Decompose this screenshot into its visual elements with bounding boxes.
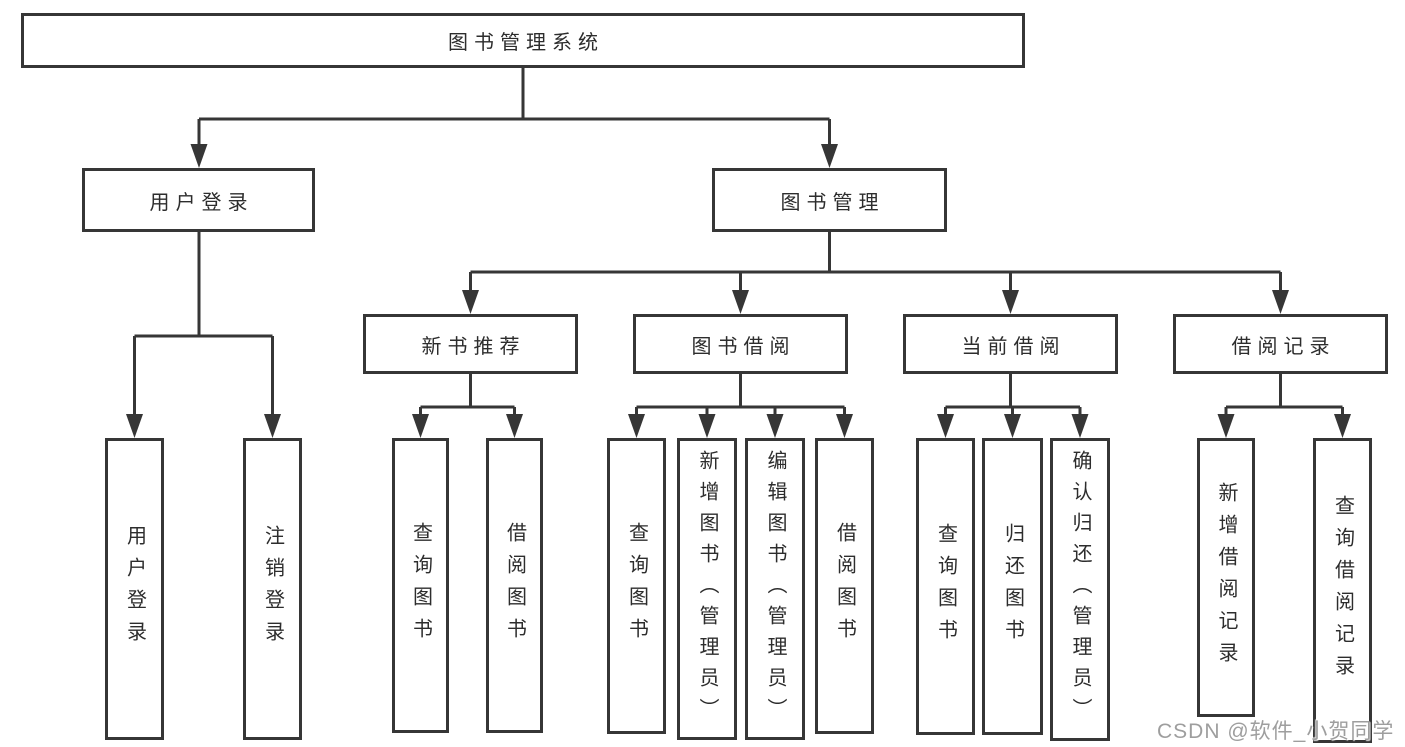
arrowhead-icon (462, 290, 479, 314)
arrowhead-icon (628, 414, 645, 438)
connector-records-to-leaves (1224, 374, 1344, 416)
arrowhead-icon (1002, 290, 1019, 314)
arrowhead-icon (1217, 414, 1235, 438)
node-library-system: 图书管理系统 (21, 13, 1025, 68)
arrowhead-icon (264, 414, 281, 438)
arrowhead-icon (506, 414, 523, 438)
arrowhead-icon (766, 414, 784, 438)
leaf-add-borrow-record-label: 新增借阅记录 (1215, 481, 1237, 674)
node-borrowing-records-label: 借阅记录 (1231, 335, 1336, 358)
arrowhead-icon (836, 414, 853, 438)
leaf-query-borrow-record: 查询借阅记录 (1313, 438, 1372, 743)
arrowhead-icon (412, 414, 429, 438)
arrowhead-icon (190, 144, 208, 168)
node-book-management-label: 图书管理 (780, 191, 885, 214)
leaf-user-login: 用户登录 (105, 438, 164, 740)
leaf-borrow-books-newbooks-label: 借阅图书 (503, 521, 526, 650)
watermark-text: CSDN @软件_小贺同学 (1157, 720, 1395, 743)
connector-bookmgmt-to-level3 (469, 232, 1282, 292)
connector-lines (133, 68, 1344, 416)
leaf-query-books-newbooks-label: 查询图书 (409, 521, 432, 650)
connector-userlogin-to-leaves (133, 232, 274, 416)
leaf-borrow-books-borrow: 借阅图书 (815, 438, 874, 734)
leaf-confirm-return-admin: 确认归还（管理员） (1050, 438, 1110, 741)
node-new-book-recommend: 新书推荐 (363, 314, 578, 374)
arrowhead-icon (821, 144, 838, 168)
node-user-login: 用户登录 (82, 168, 315, 232)
node-book-borrowing: 图书借阅 (633, 314, 848, 374)
leaf-query-books-newbooks: 查询图书 (392, 438, 449, 733)
arrowhead-icon (1004, 414, 1021, 438)
leaf-logout: 注销登录 (243, 438, 302, 740)
node-borrowing-records: 借阅记录 (1173, 314, 1388, 374)
node-book-borrowing-label: 图书借阅 (691, 335, 796, 358)
leaf-return-books-label: 归还图书 (1001, 522, 1024, 651)
node-library-system-label: 图书管理系统 (448, 32, 604, 54)
leaf-edit-book-admin-label: 编辑图书（管理员） (764, 449, 786, 729)
node-book-management: 图书管理 (712, 168, 947, 232)
leaf-query-books-current-label: 查询图书 (934, 522, 957, 651)
leaf-edit-book-admin: 编辑图书（管理员） (745, 438, 805, 740)
arrowhead-icon (732, 290, 749, 314)
leaf-borrow-books-newbooks: 借阅图书 (486, 438, 543, 733)
node-user-login-label: 用户登录 (149, 191, 254, 214)
leaf-borrow-books-borrow-label: 借阅图书 (833, 522, 856, 650)
leaf-add-borrow-record: 新增借阅记录 (1197, 438, 1255, 717)
leaf-logout-label: 注销登录 (261, 525, 284, 653)
leaf-add-book-admin: 新增图书（管理员） (677, 438, 737, 740)
node-current-borrowing-label: 当前借阅 (961, 335, 1066, 358)
arrowheads (126, 144, 1351, 438)
leaf-query-books-borrow: 查询图书 (607, 438, 666, 734)
connector-currentborrow-to-leaves (944, 374, 1082, 416)
arrowhead-icon (698, 414, 716, 438)
leaf-confirm-return-admin-label: 确认归还（管理员） (1069, 450, 1091, 729)
leaf-user-login-label: 用户登录 (123, 525, 146, 653)
leaf-return-books: 归还图书 (982, 438, 1043, 735)
arrowhead-icon (937, 414, 954, 438)
leaf-add-book-admin-label: 新增图书（管理员） (696, 449, 718, 729)
arrowhead-icon (1334, 414, 1351, 438)
arrowhead-icon (1071, 414, 1089, 438)
connector-root-to-level2 (197, 68, 831, 146)
connector-bookborrow-to-leaves (635, 374, 846, 416)
arrowhead-icon (126, 414, 143, 438)
node-current-borrowing: 当前借阅 (903, 314, 1118, 374)
leaf-query-books-current: 查询图书 (916, 438, 975, 735)
node-new-book-recommend-label: 新书推荐 (421, 335, 526, 358)
connector-newbooks-to-leaves (419, 374, 516, 416)
arrowhead-icon (1272, 290, 1289, 314)
leaf-query-books-borrow-label: 查询图书 (625, 522, 648, 650)
leaf-query-borrow-record-label: 查询借阅记录 (1331, 494, 1354, 687)
